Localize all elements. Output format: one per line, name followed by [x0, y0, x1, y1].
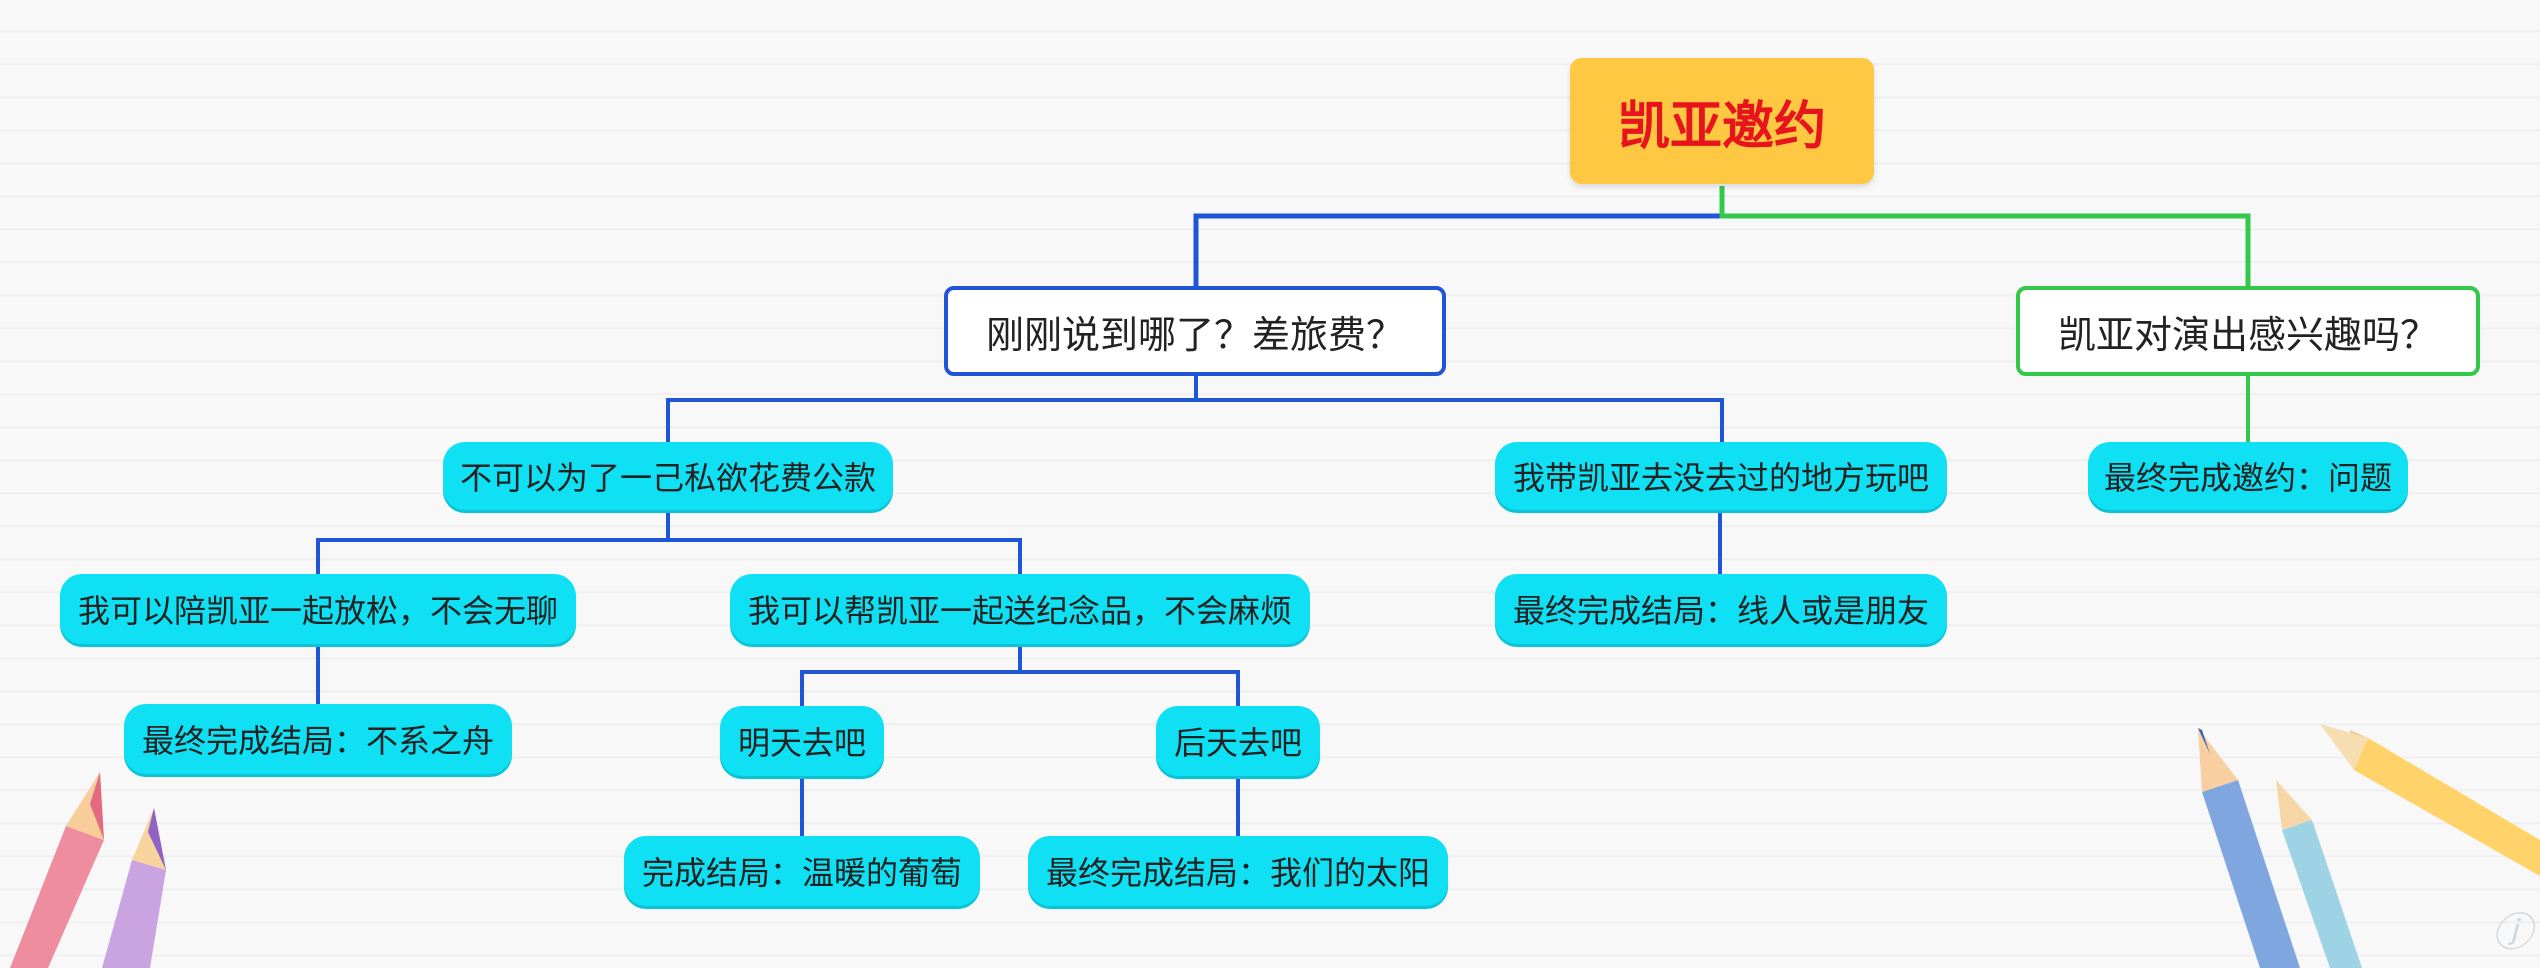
option-public-funds: 不可以为了一己私欲花费公款 — [443, 442, 893, 510]
option-explore-places: 我带凯亚去没去过的地方玩吧 — [1495, 442, 1947, 510]
option-relax: 我可以陪凯亚一起放松，不会无聊 — [60, 574, 576, 644]
branch-b-node: 凯亚对演出感兴趣吗？ — [2016, 286, 2480, 376]
option-souvenir: 我可以帮凯亚一起送纪念品，不会麻烦 — [730, 574, 1310, 644]
pencil-icon — [10, 772, 166, 968]
branch-a-node: 刚刚说到哪了？差旅费？ — [944, 286, 1446, 376]
option-day-after: 后天去吧 — [1156, 706, 1320, 776]
watermark-logo: ⓙ — [2492, 910, 2532, 956]
connector-root-to-branch-b — [1719, 186, 2251, 286]
connector-root-to-branch-a — [1193, 186, 1725, 286]
connector-public-funds-children — [316, 510, 1022, 574]
connector-branch-a-children — [666, 376, 1724, 442]
root-node: 凯亚邀约 — [1570, 58, 1874, 184]
result-branch-b: 最终完成邀约：问题 — [2088, 442, 2408, 510]
option-tomorrow: 明天去吧 — [720, 706, 884, 776]
pencil-icon — [2198, 724, 2540, 968]
connector-souvenir-children — [800, 644, 1240, 706]
result-explore: 最终完成结局：线人或是朋友 — [1495, 574, 1947, 644]
result-tomorrow: 完成结局：温暖的葡萄 — [624, 836, 980, 906]
result-relax: 最终完成结局：不系之舟 — [124, 704, 512, 774]
result-day-after: 最终完成结局：我们的太阳 — [1028, 836, 1448, 906]
